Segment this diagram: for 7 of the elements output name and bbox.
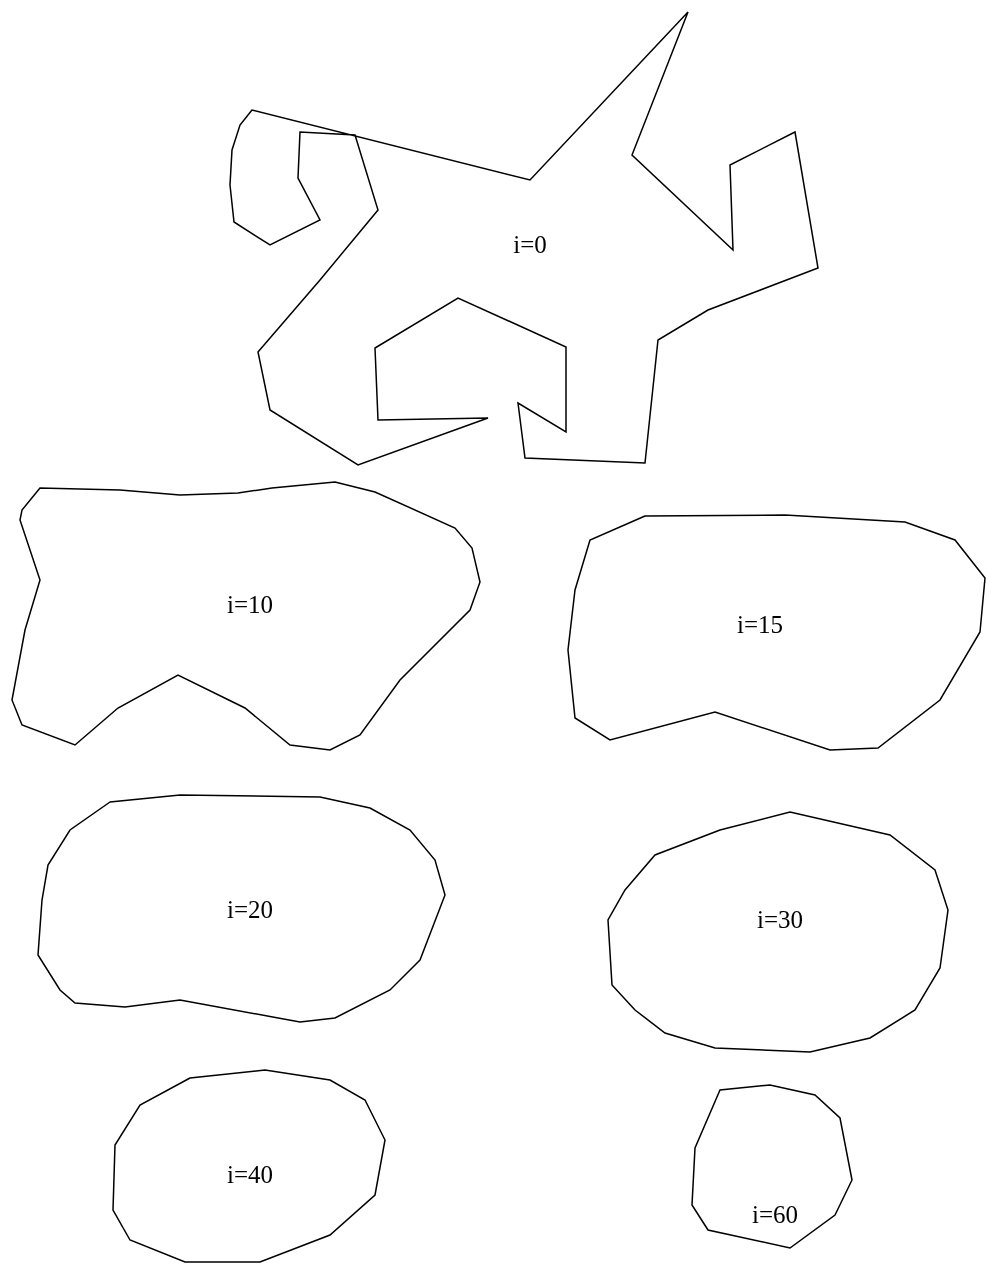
curve-label: i=0: [513, 231, 547, 259]
curve-label: i=20: [227, 896, 273, 924]
curve-label: i=40: [227, 1161, 273, 1189]
curve-label: i=30: [757, 906, 803, 934]
curve-label: i=15: [737, 611, 783, 639]
curve-label: i=60: [752, 1201, 798, 1229]
curve-label: i=10: [227, 591, 273, 619]
